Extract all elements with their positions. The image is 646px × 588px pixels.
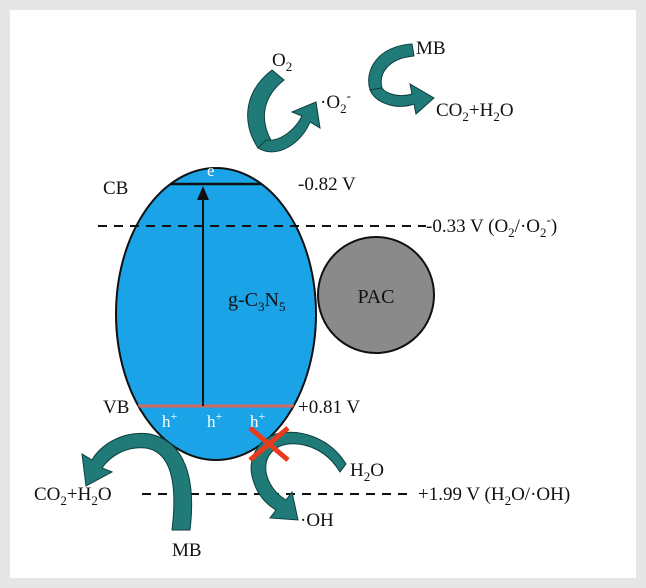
o2-label: O2 [272, 50, 292, 74]
electrons: e- e- e- [162, 158, 262, 180]
hole-3: h+ [250, 409, 266, 431]
arrow-mb-to-co2-top [368, 43, 435, 115]
pac-particle [317, 236, 435, 354]
holes: h+ h+ h+ [162, 409, 266, 431]
cb-potential: -0.82 V [298, 174, 356, 195]
hole-1: h+ [162, 409, 178, 431]
pac-label: PAC [357, 286, 394, 308]
electron-2: e- [207, 158, 219, 180]
arrow-h2o-to-oh [250, 431, 347, 521]
electron-1: e- [162, 158, 174, 180]
photocatalysis-diagram: PAC g-C3N5 e- e- e- h+ h+ h+ CB -0.82 V … [34, 38, 570, 561]
cb-label: CB [103, 178, 128, 199]
mb-top-label: MB [416, 38, 446, 59]
co2-h2o-top-label: CO2+H2O [436, 100, 514, 124]
o2-reference-label: -0.33 V (O2/·O2-) [426, 212, 557, 240]
excitation-arrow-head [197, 186, 209, 200]
diagram-frame: PAC g-C3N5 e- e- e- h+ h+ h+ CB -0.82 V … [10, 10, 636, 578]
blocked-reaction-cross-icon [248, 426, 290, 462]
arrow-o2-to-superoxide [247, 69, 321, 153]
hydroxyl-radical-label: ·OH [300, 510, 334, 531]
co2-h2o-bottom-label: CO2+H2O [34, 484, 112, 508]
arrow-mb-to-co2-bottom [81, 432, 193, 531]
mb-bottom-label: MB [172, 540, 202, 561]
electron-3: e- [250, 158, 262, 180]
superoxide-label: ·O2- [320, 88, 351, 116]
hole-2: h+ [207, 409, 223, 431]
vb-label: VB [103, 397, 129, 418]
particle-name: g-C3N5 [228, 289, 285, 314]
h2o-label: H2O [350, 460, 384, 484]
g-c3n5-particle [115, 167, 317, 461]
vb-potential: +0.81 V [298, 397, 360, 418]
oh-reference-label: +1.99 V (H2O/·OH) [418, 484, 570, 508]
